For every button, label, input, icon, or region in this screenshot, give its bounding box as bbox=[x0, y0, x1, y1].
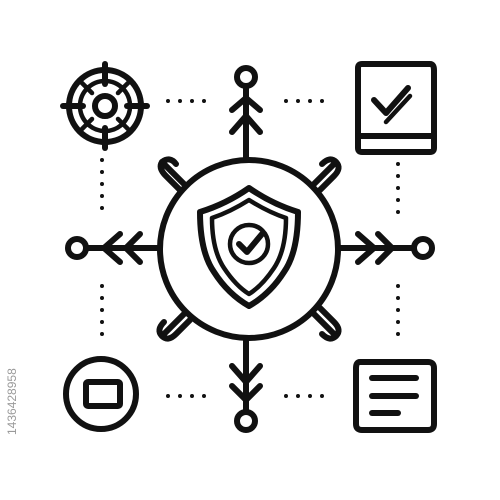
connector-bottom bbox=[229, 335, 263, 433]
connector-left bbox=[65, 231, 163, 265]
target-icon bbox=[60, 61, 150, 151]
stock-id-text: 1436428958 bbox=[5, 368, 19, 435]
document-lines-icon bbox=[353, 359, 437, 433]
screen-icon bbox=[63, 356, 139, 432]
connector-top bbox=[229, 65, 263, 163]
checkbox-book-icon bbox=[355, 61, 437, 155]
connector-right bbox=[335, 231, 435, 265]
dotted-links bbox=[100, 99, 400, 398]
shield-check-icon bbox=[197, 185, 301, 309]
